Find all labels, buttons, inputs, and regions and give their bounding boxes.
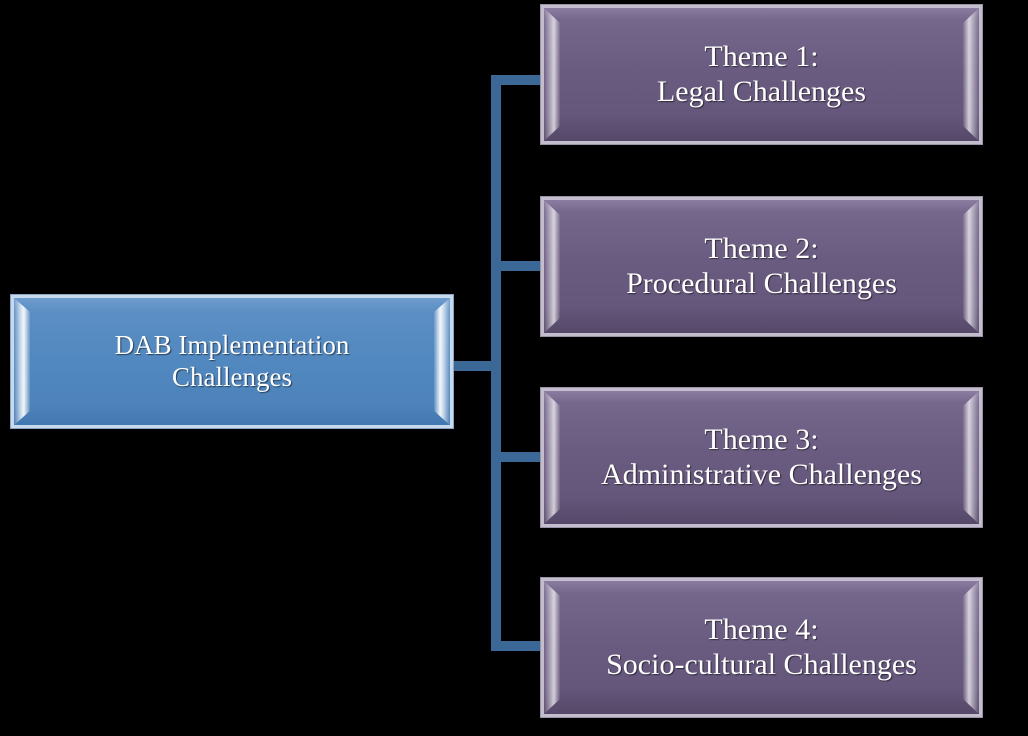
root-node-bevel-left: [14, 298, 30, 425]
node-root-dab-implementation-challenges[interactable]: DAB Implementation Challenges: [10, 294, 454, 429]
theme-3-face: [544, 391, 979, 524]
theme-4-bevel-right: [963, 581, 979, 714]
theme-1-bevel-left: [544, 8, 560, 141]
theme-3-label: Theme 3: Administrative Challenges: [601, 422, 922, 491]
theme-2-face: [544, 200, 979, 333]
connector-stub-theme-1: [491, 75, 545, 85]
theme-2-label: Theme 2: Procedural Challenges: [626, 231, 897, 300]
theme-4-bevel-left: [544, 581, 560, 714]
root-node-bevel-right: [434, 298, 450, 425]
theme-3-bevel-right: [963, 391, 979, 524]
connector-stub-theme-2: [491, 261, 545, 271]
theme-1-bevel-right: [963, 8, 979, 141]
node-theme-1-legal-challenges[interactable]: Theme 1: Legal Challenges: [540, 4, 983, 145]
connector-stub-theme-4: [491, 641, 545, 651]
connector-stub-theme-3: [491, 452, 545, 462]
theme-2-bevel-left: [544, 200, 560, 333]
node-theme-3-administrative-challenges[interactable]: Theme 3: Administrative Challenges: [540, 387, 983, 528]
node-theme-2-procedural-challenges[interactable]: Theme 2: Procedural Challenges: [540, 196, 983, 337]
connector-stub-root: [453, 361, 499, 371]
theme-4-face: [544, 581, 979, 714]
theme-1-face: [544, 8, 979, 141]
theme-3-bevel-left: [544, 391, 560, 524]
node-theme-4-socio-cultural-challenges[interactable]: Theme 4: Socio-cultural Challenges: [540, 577, 983, 718]
theme-4-label: Theme 4: Socio-cultural Challenges: [606, 612, 917, 681]
root-node-face: [14, 298, 450, 425]
root-node-label: DAB Implementation Challenges: [114, 330, 350, 392]
theme-2-bevel-right: [963, 200, 979, 333]
theme-1-label: Theme 1: Legal Challenges: [656, 39, 867, 108]
